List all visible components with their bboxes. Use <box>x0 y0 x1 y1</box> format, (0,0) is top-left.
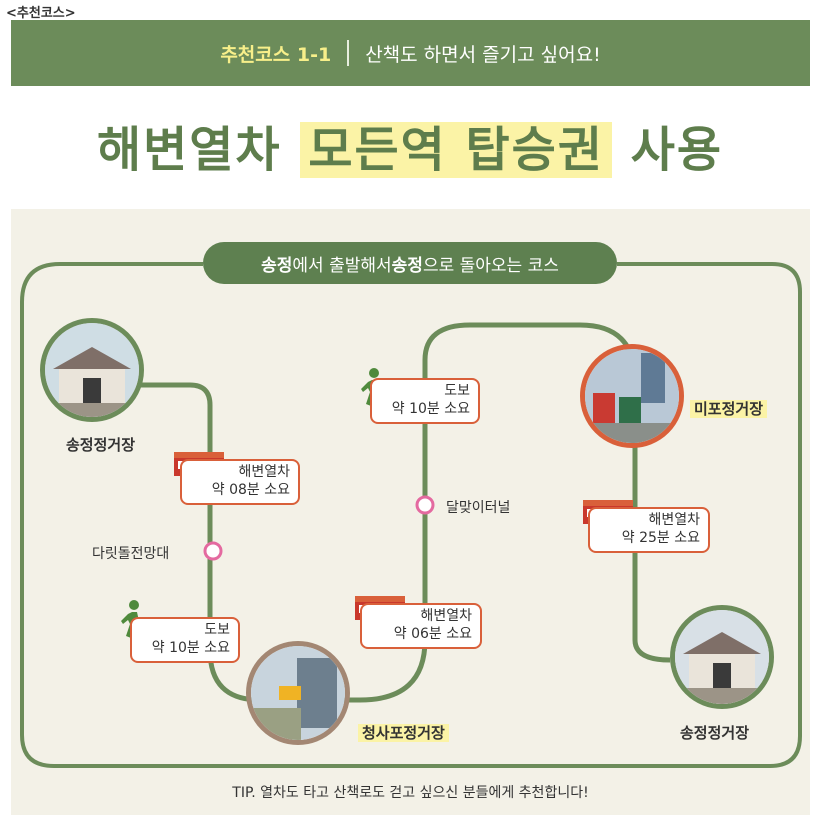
leg-train-1: 해변열차 약 08분 소요 <box>180 459 300 505</box>
station-building-icon <box>675 610 769 704</box>
title-highlight: 모든역 탑승권 <box>300 122 612 178</box>
stop-label-dalmaji: 달맞이터널 <box>446 500 511 516</box>
stop-label-daritdol: 다릿돌전망대 <box>92 546 170 562</box>
route-title-mid: 에서 출발해서 <box>292 255 392 276</box>
title-part2: 사용 <box>630 122 724 178</box>
route-title-pill: 송정 에서 출발해서 송정 으로 돌아오는 코스 <box>203 242 617 284</box>
leg-train-3: 해변열차 약 25분 소요 <box>588 507 710 553</box>
leg-time: 약 10분 소요 <box>151 640 230 656</box>
header-divider <box>347 40 350 66</box>
course-number: 추천코스 1-1 <box>220 43 332 66</box>
station-label-text: 청사포정거장 <box>358 724 449 742</box>
stop-dot-dalmaji <box>415 495 435 515</box>
leg-walk-2: 도보 약 10분 소요 <box>370 378 480 424</box>
leg-time: 약 06분 소요 <box>393 626 472 642</box>
station-photo-mipo <box>580 344 684 448</box>
section-label: <추천코스> <box>6 6 76 21</box>
leg-time: 약 10분 소요 <box>391 401 470 417</box>
station-photo-cheongsapo <box>246 641 350 745</box>
train-photo-icon <box>585 349 679 443</box>
station-building-icon <box>45 323 139 417</box>
station-photo-songjeong-start <box>40 318 144 422</box>
tip-text: TIP. 열차도 타고 산책로도 걷고 싶으신 분들에게 추천합니다! <box>232 785 589 801</box>
station-label-songjeong-start: 송정정거장 <box>66 436 136 454</box>
station-label-mipo: 미포정거장 <box>690 398 768 419</box>
leg-train-2: 해변열차 약 06분 소요 <box>360 603 482 649</box>
route-title-start: 송정 <box>261 255 293 276</box>
page-title: 해변열차 모든역 탑승권 사용 <box>0 110 820 180</box>
outer-frame-line <box>20 262 802 768</box>
leg-time: 약 08분 소요 <box>211 482 290 498</box>
leg-time: 약 25분 소요 <box>621 530 700 546</box>
leg-mode: 해변열차 <box>238 464 290 480</box>
leg-mode: 도보 <box>204 622 230 638</box>
station-label-cheongsapo: 청사포정거장 <box>358 722 449 743</box>
station-label-text: 미포정거장 <box>690 400 768 418</box>
leg-walk-1: 도보 약 10분 소요 <box>130 617 240 663</box>
station-building-icon <box>251 646 345 740</box>
route-title-tail: 으로 돌아오는 코스 <box>422 255 559 276</box>
leg-mode: 도보 <box>444 383 470 399</box>
leg-mode: 해변열차 <box>420 608 472 624</box>
stop-dot-daritdol <box>203 541 223 561</box>
title-part1: 해변열차 <box>96 122 282 178</box>
course-subtitle: 산책도 하면서 즐기고 싶어요! <box>365 43 601 66</box>
station-photo-songjeong-end <box>670 605 774 709</box>
leg-mode: 해변열차 <box>648 512 700 528</box>
station-label-songjeong-end: 송정정거장 <box>680 724 750 742</box>
route-title-end: 송정 <box>391 255 423 276</box>
header-bar: 추천코스 1-1 산책도 하면서 즐기고 싶어요! <box>11 20 810 86</box>
